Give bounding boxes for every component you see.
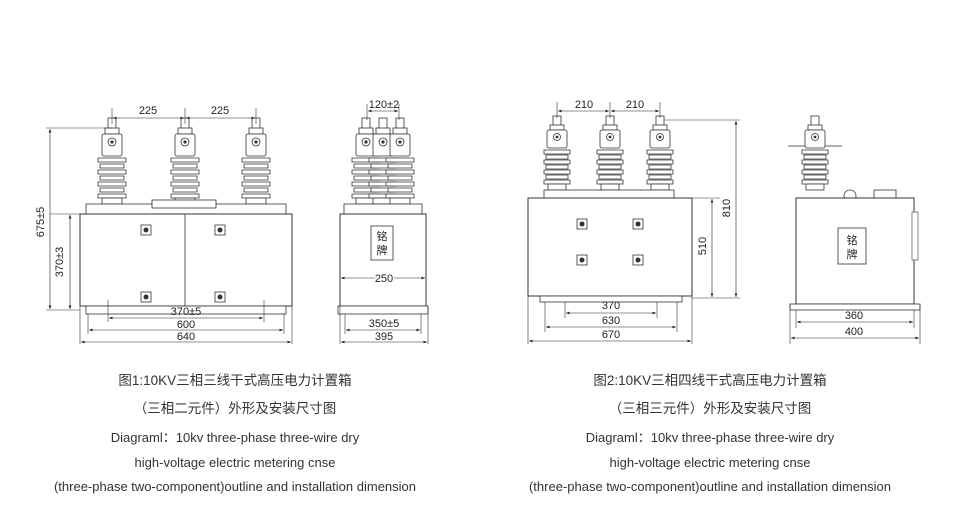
nameplate-char-1: 铭 (377, 229, 388, 243)
fig1-caption-en-1: Diagraml：10kv three-phase three-wire dry (110, 430, 360, 445)
fig1-caption-subtitle: （三相二元件）外形及安装尺寸图 (133, 401, 337, 416)
dim-600: 600 (177, 319, 195, 331)
dim-370-height: 370±3 (54, 247, 66, 278)
fig1-caption-title: 图1:10KV三相三线干式高压电力计置箱 (118, 373, 352, 388)
dim-225-a: 225 (139, 105, 157, 117)
fig2-front-view: 210 210 810 510 370 630 670 (527, 99, 740, 344)
fig1-front-view: 225 225 675±5 370±3 370±5 600 640 (35, 105, 293, 344)
dim-675: 675±5 (35, 207, 47, 238)
fig1-caption-en-2: high-voltage electric metering cnse (134, 455, 336, 470)
nameplate-char-2: 牌 (377, 243, 388, 257)
dim-640: 640 (177, 331, 195, 343)
dim-225-b: 225 (211, 105, 229, 117)
dim-210-a: 210 (575, 99, 593, 111)
dim-670: 670 (602, 329, 620, 341)
dim-370-bottom: 370±5 (171, 306, 202, 318)
dim-120: 120±2 (369, 99, 400, 111)
dim-395: 395 (375, 331, 393, 343)
fig2-caption-subtitle: （三相三元件）外形及安装尺寸图 (608, 401, 812, 416)
nameplate2-char-2: 牌 (847, 247, 858, 261)
nameplate2-char-1: 铭 (847, 233, 858, 247)
dim-370-f2: 370 (602, 300, 620, 312)
fig2-side-view: 铭 牌 360 400 (788, 115, 921, 344)
dim-810: 810 (721, 199, 733, 217)
fig1-caption-en-3: (three-phase two-component)outline and i… (53, 479, 417, 494)
dim-510: 510 (697, 237, 709, 255)
dim-360: 360 (845, 310, 863, 322)
dim-250: 250 (375, 273, 393, 285)
dim-630: 630 (602, 315, 620, 327)
dim-350: 350±5 (369, 318, 400, 330)
fig1-side-view: 120±2 铭 牌 250 350±5 395 (337, 99, 429, 344)
fig2-caption-en-3: (three-phase two-component)outline and i… (528, 479, 892, 494)
dim-210-b: 210 (626, 99, 644, 111)
dim-400: 400 (845, 326, 863, 338)
fig2-caption-title: 图2:10KV三相四线干式高压电力计置箱 (593, 373, 827, 388)
fig2-caption-en-2: high-voltage electric metering cnse (609, 455, 811, 470)
fig2-caption-en-1: Diagraml：10kv three-phase three-wire dry (585, 430, 835, 445)
